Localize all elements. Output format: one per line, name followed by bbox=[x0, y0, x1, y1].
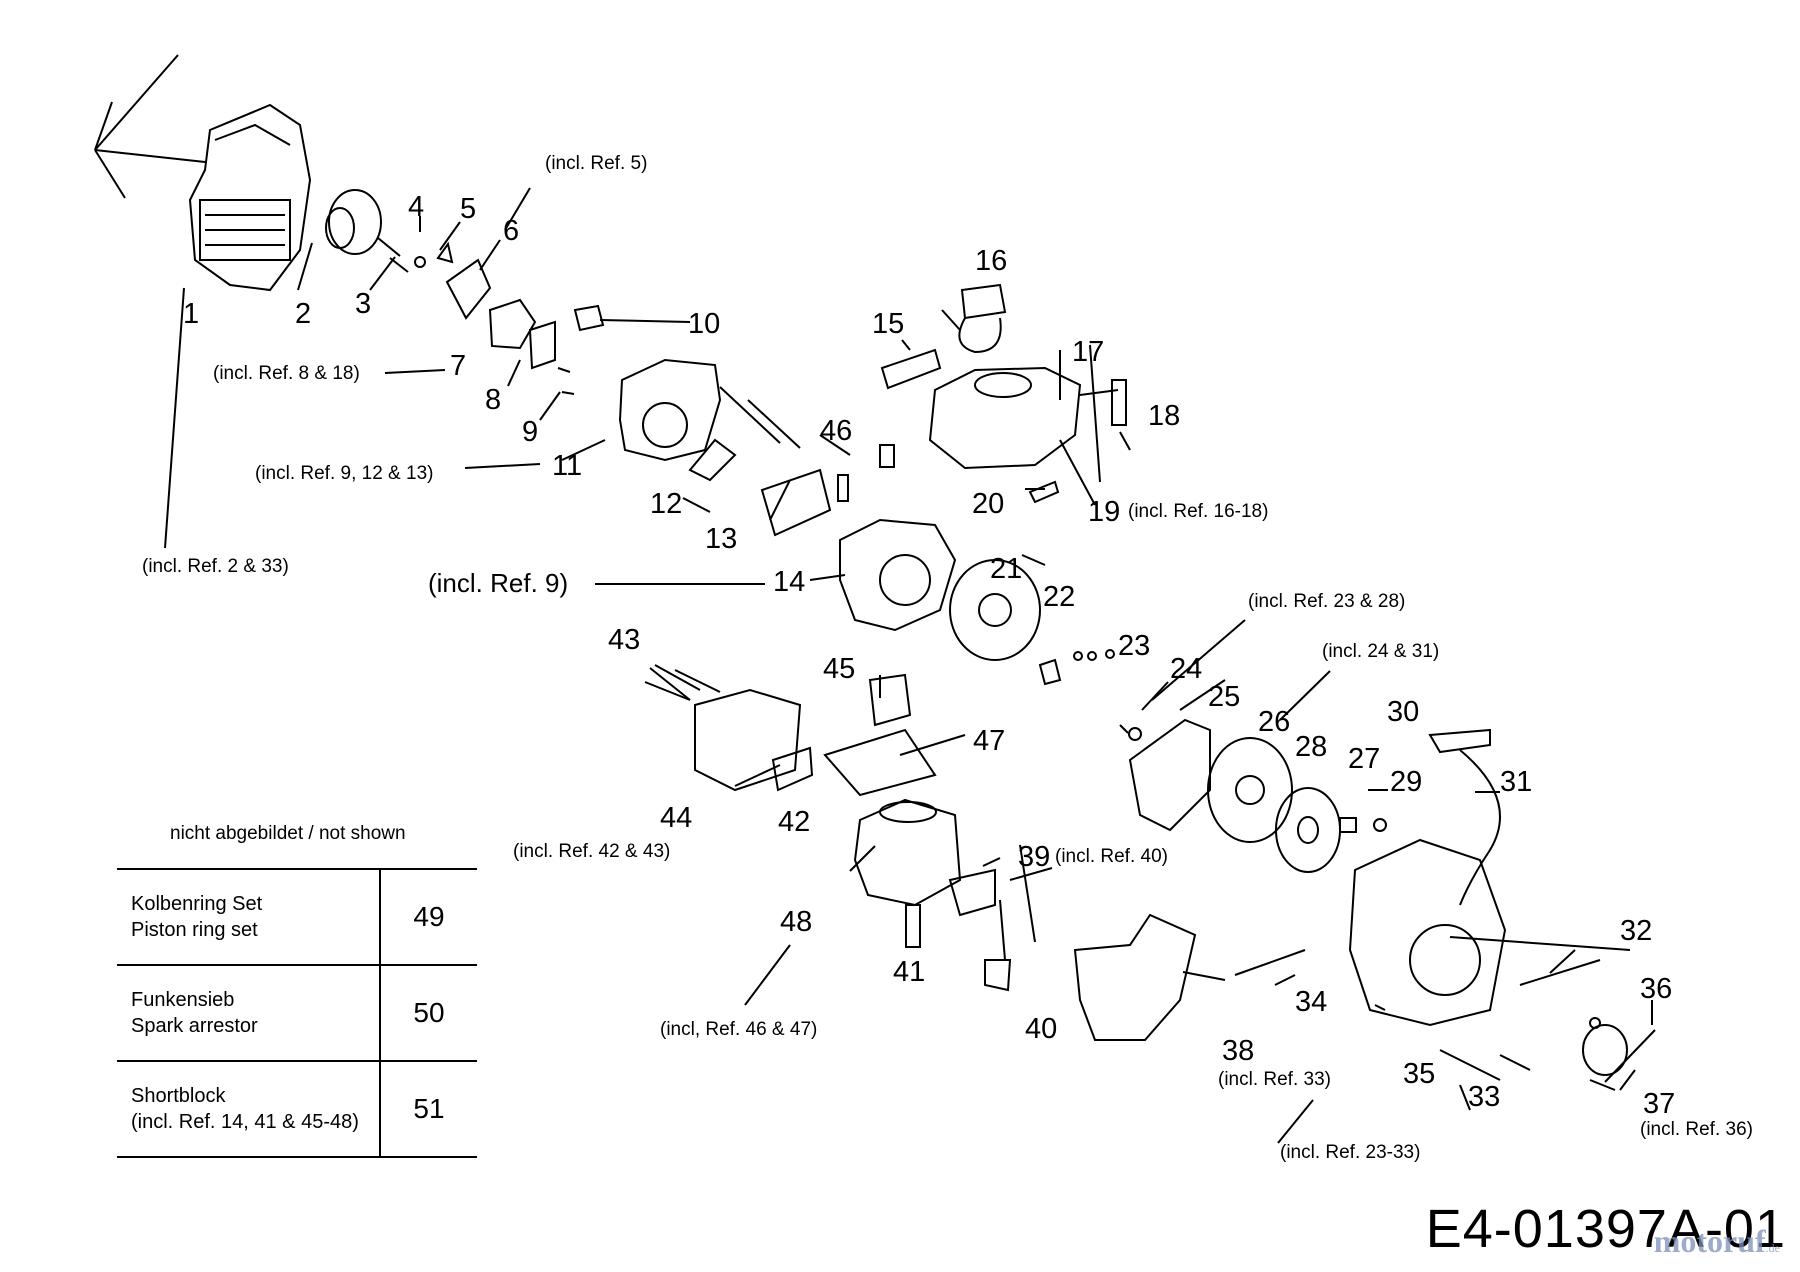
note-incl-ref-40: (incl. Ref. 40) bbox=[1055, 846, 1168, 867]
part-number-27: 27 bbox=[1348, 743, 1381, 775]
part-number-33: 33 bbox=[1468, 1081, 1501, 1113]
part-number-1: 1 bbox=[183, 298, 200, 330]
part-number-48: 48 bbox=[780, 906, 813, 938]
note-incl-ref-16-18: (incl. Ref. 16-18) bbox=[1128, 501, 1269, 522]
note-incl-ref-8-18: (incl. Ref. 8 & 18) bbox=[213, 363, 360, 384]
note-incl-ref-2-33: (incl. Ref. 2 & 33) bbox=[142, 556, 289, 577]
part-name-de: Kolbenring Set bbox=[131, 893, 263, 915]
part-number-34: 34 bbox=[1295, 986, 1328, 1018]
note-incl-ref-46-47: (incl, Ref. 46 & 47) bbox=[660, 1019, 818, 1040]
part-number-28: 28 bbox=[1295, 731, 1328, 763]
part-number-44: 44 bbox=[660, 802, 693, 834]
not-shown-title: nicht abgebildet / not shown bbox=[170, 823, 406, 844]
part-number-47: 47 bbox=[973, 725, 1006, 757]
note-incl-ref-9: (incl. Ref. 9) bbox=[428, 568, 569, 598]
note-incl-ref-23-28: (incl. Ref. 23 & 28) bbox=[1248, 591, 1406, 612]
part-name-en: Piston ring set bbox=[131, 919, 258, 941]
part-number-14: 14 bbox=[773, 566, 806, 598]
part-number-16: 16 bbox=[975, 245, 1008, 277]
part-number-5: 5 bbox=[460, 193, 477, 225]
note-incl-ref-5: (incl. Ref. 5) bbox=[545, 153, 648, 174]
part-number-22: 22 bbox=[1043, 581, 1076, 613]
part-number-46: 46 bbox=[820, 415, 853, 447]
part-name-cell: Funkensieb Spark arrestor bbox=[117, 966, 381, 1060]
part-number-8: 8 bbox=[485, 384, 502, 416]
part-number-2: 2 bbox=[295, 298, 312, 330]
part-number-19: 19 bbox=[1088, 496, 1121, 528]
part-number-21: 21 bbox=[990, 553, 1023, 585]
part-number-11: 11 bbox=[552, 450, 583, 482]
part-ref-number: 50 bbox=[413, 997, 445, 1028]
part-number-10: 10 bbox=[688, 308, 721, 340]
part-name-cell: Kolbenring Set Piston ring set bbox=[117, 870, 381, 964]
table-row: Shortblock (incl. Ref. 14, 41 & 45-48) 5… bbox=[117, 1062, 477, 1158]
part-name-cell: Shortblock (incl. Ref. 14, 41 & 45-48) bbox=[117, 1062, 381, 1156]
part-number-7: 7 bbox=[450, 350, 467, 382]
part-number-9: 9 bbox=[522, 416, 539, 448]
part-number-23: 23 bbox=[1118, 630, 1151, 662]
part-name-de: Shortblock bbox=[131, 1085, 226, 1107]
part-number-40: 40 bbox=[1025, 1013, 1058, 1045]
part-number-12: 12 bbox=[650, 488, 683, 520]
table-row: Kolbenring Set Piston ring set 49 bbox=[117, 870, 477, 966]
part-number-41: 41 bbox=[893, 956, 926, 988]
watermark-name: motoruf bbox=[1653, 1223, 1766, 1259]
part-number-3: 3 bbox=[355, 288, 372, 320]
part-number-29: 29 bbox=[1390, 766, 1423, 798]
part-number-20: 20 bbox=[972, 488, 1005, 520]
part-number-30: 30 bbox=[1387, 696, 1420, 728]
document-id: E4-01397A-01 bbox=[1425, 1199, 1786, 1259]
part-ref-number: 49 bbox=[413, 901, 445, 932]
part-name-de: Funkensieb bbox=[131, 989, 235, 1011]
part-number-45: 45 bbox=[823, 653, 856, 685]
note-incl-ref-36: (incl. Ref. 36) bbox=[1640, 1119, 1753, 1140]
part-number-39: 39 bbox=[1018, 841, 1051, 873]
part-number-26: 26 bbox=[1258, 706, 1291, 738]
part-number-25: 25 bbox=[1208, 681, 1241, 713]
part-number-4: 4 bbox=[408, 191, 425, 223]
note-incl-ref-23-33: (incl. Ref. 23-33) bbox=[1280, 1142, 1421, 1163]
note-incl-ref-33: (incl. Ref. 33) bbox=[1218, 1069, 1331, 1090]
part-number-13: 13 bbox=[705, 523, 738, 555]
part-number-42: 42 bbox=[778, 806, 811, 838]
part-number-6: 6 bbox=[503, 215, 520, 247]
part-name-en: (incl. Ref. 14, 41 & 45-48) bbox=[131, 1111, 359, 1133]
part-number-36: 36 bbox=[1640, 973, 1673, 1005]
part-ref-number: 51 bbox=[413, 1093, 445, 1124]
part-number-31: 31 bbox=[1500, 766, 1533, 798]
part-number-35: 35 bbox=[1403, 1058, 1436, 1090]
part-number-18: 18 bbox=[1148, 400, 1181, 432]
part-number-15: 15 bbox=[872, 308, 905, 340]
note-incl-ref-42-43: (incl. Ref. 42 & 43) bbox=[513, 841, 671, 862]
part-number-38: 38 bbox=[1222, 1035, 1255, 1067]
part-number-43: 43 bbox=[608, 624, 641, 656]
watermark-logo: motoruf.de bbox=[1654, 1223, 1780, 1260]
note-incl-ref-9-12-13: (incl. Ref. 9, 12 & 13) bbox=[255, 463, 434, 484]
part-number-17: 17 bbox=[1072, 336, 1105, 368]
watermark-tld: .de bbox=[1765, 1241, 1780, 1255]
part-name-en: Spark arrestor bbox=[131, 1015, 258, 1037]
note-incl-24-31: (incl. 24 & 31) bbox=[1322, 641, 1440, 662]
part-number-24: 24 bbox=[1170, 653, 1203, 685]
table-row: Funkensieb Spark arrestor 50 bbox=[117, 966, 477, 1062]
not-shown-table: Kolbenring Set Piston ring set 49 Funken… bbox=[117, 868, 477, 1158]
part-number-37: 37 bbox=[1643, 1088, 1676, 1120]
part-number-32: 32 bbox=[1620, 915, 1653, 947]
